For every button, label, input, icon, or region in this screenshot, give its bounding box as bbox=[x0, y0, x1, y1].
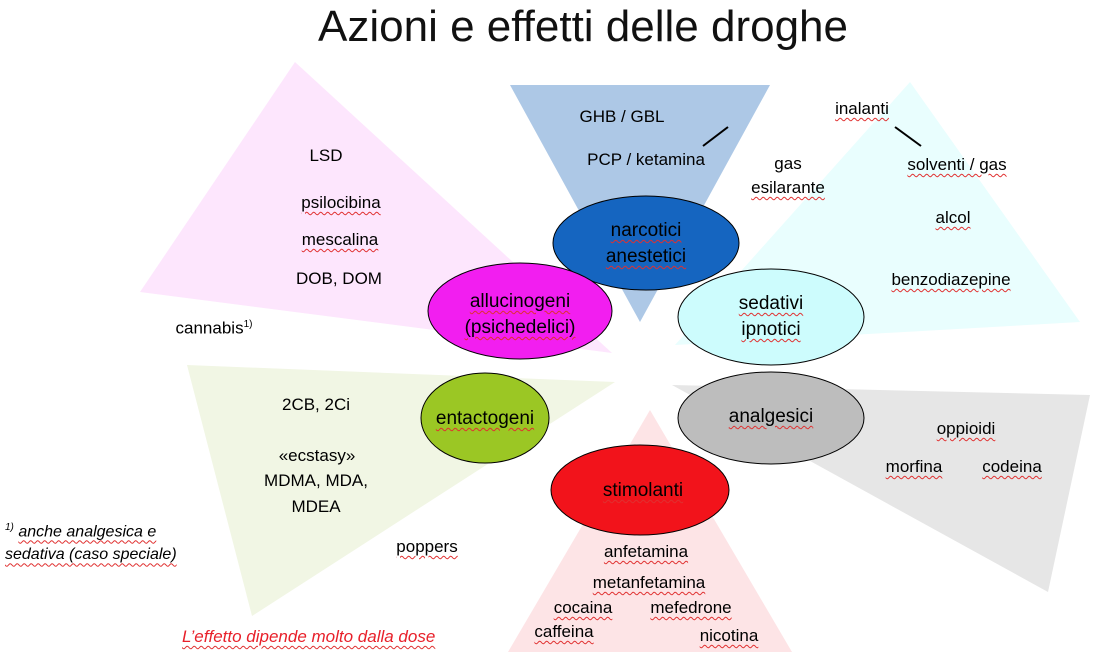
item-ecstasy: «ecstasy» bbox=[278, 446, 356, 465]
footnote: 1) anche analgesica e sedativa (caso spe… bbox=[5, 516, 195, 566]
page-title: Azioni e effetti delle droghe bbox=[318, 2, 848, 51]
solventi-text: solventi / gas bbox=[907, 155, 1007, 174]
item-esilarante: esilarante bbox=[751, 178, 825, 197]
allucinogeni-label: allucinogeni (psichedelici) bbox=[465, 289, 576, 341]
item-oppioidi: oppioidi bbox=[936, 419, 996, 438]
cannabis-text: cannabis bbox=[175, 318, 244, 338]
narcotici-line1: narcotici bbox=[610, 220, 682, 241]
allucinogeni-ellipse bbox=[427, 262, 613, 360]
allucinogeni-line1: allucinogeni bbox=[469, 291, 571, 312]
item-cocaina: cocaina bbox=[553, 598, 613, 617]
item-metanfetamina: metanfetamina bbox=[592, 573, 706, 592]
item-mefedrone: mefedrone bbox=[650, 598, 732, 617]
analgesici-label: analgesici bbox=[728, 406, 814, 427]
item-cannabis: cannabis1) bbox=[176, 314, 253, 340]
sedativi-line2: ipnotici bbox=[741, 319, 801, 340]
narcotici-ellipse bbox=[552, 195, 740, 291]
item-anfetamina: anfetamina bbox=[603, 542, 689, 561]
analgesici-ellipse bbox=[677, 371, 865, 465]
item-alcol: alcol bbox=[935, 208, 971, 227]
item-mdma: MDMA, MDA, bbox=[264, 471, 368, 490]
item-benzodiazepine: benzodiazepine bbox=[891, 270, 1011, 289]
item-caffeina: caffeina bbox=[534, 622, 594, 641]
footnote-sup: 1) bbox=[5, 522, 14, 533]
item-poppers: poppers bbox=[396, 537, 458, 556]
narcotici-line2: anestetici bbox=[605, 246, 687, 267]
entactogeni-label: entactogeni bbox=[435, 408, 535, 429]
entactogeni-ellipse bbox=[420, 372, 550, 464]
allucinogeni-line2: (psichedelici) bbox=[464, 317, 576, 338]
cannabis-sup: 1) bbox=[243, 319, 253, 330]
sedativi-ellipse bbox=[677, 268, 865, 366]
stimolanti-label: stimolanti bbox=[602, 480, 684, 501]
item-mdea: MDEA bbox=[291, 497, 341, 516]
footnote-text: anche analgesica e sedativa (caso specia… bbox=[5, 523, 177, 564]
narcotici-label: narcotici anestetici bbox=[606, 218, 686, 270]
item-ghb: GHB / GBL bbox=[579, 107, 665, 126]
sedativi-label: sedativi ipnotici bbox=[739, 291, 803, 343]
item-pcp: PCP / ketamina bbox=[587, 150, 705, 169]
item-inalanti: inalanti bbox=[835, 99, 889, 118]
dose-note: L’effetto dipende molto dalla dose bbox=[182, 627, 436, 646]
item-2cb: 2CB, 2Ci bbox=[281, 395, 351, 414]
stimolanti-ellipse bbox=[550, 444, 730, 536]
inalanti-branch-right bbox=[894, 126, 922, 147]
item-gas: gas bbox=[774, 154, 802, 173]
inalanti-branch-left bbox=[702, 126, 729, 147]
item-morfina: morfina bbox=[885, 457, 943, 476]
item-lsd: LSD bbox=[309, 146, 343, 165]
item-mescalina: mescalina bbox=[301, 230, 379, 249]
item-nicotina: nicotina bbox=[699, 626, 759, 645]
sedativi-line1: sedativi bbox=[738, 293, 804, 314]
item-solventi: solventi / gas bbox=[907, 154, 1006, 176]
item-codeina: codeina bbox=[982, 457, 1042, 476]
item-dob-dom: DOB, DOM bbox=[296, 269, 382, 288]
item-psilocibina: psilocibina bbox=[301, 193, 381, 212]
